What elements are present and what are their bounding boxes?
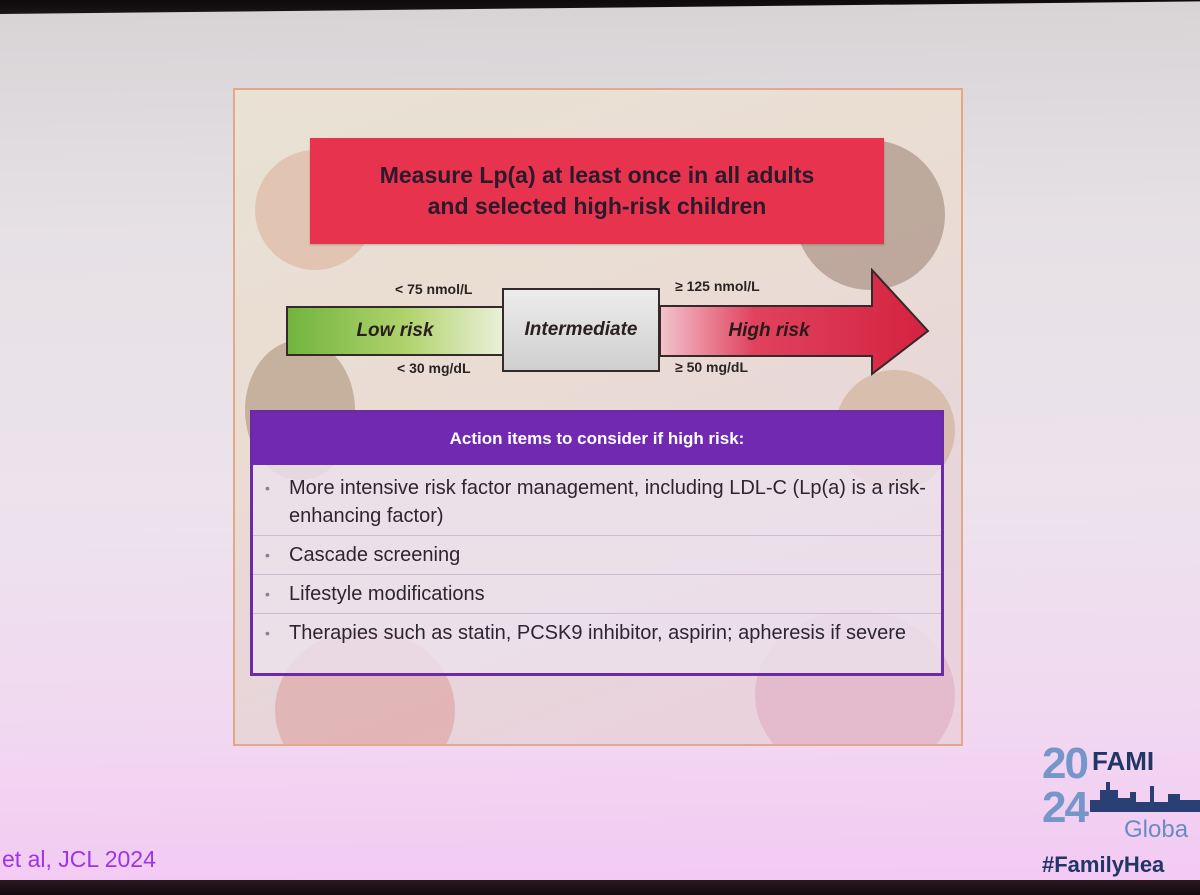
risk-scale-arrow: Low risk Intermediate High risk < 75 nmo… <box>282 268 932 378</box>
room-floor <box>0 880 1200 895</box>
low-risk-segment: Low risk <box>286 306 502 356</box>
low-threshold-mg: < 30 mg/dL <box>397 360 471 376</box>
logo-year-bottom: 24 <box>1042 783 1089 832</box>
action-items-list: • More intensive risk factor management, … <box>253 465 941 652</box>
bullet: • <box>265 625 270 641</box>
logo-word: FAMI <box>1092 746 1155 776</box>
list-item: • Therapies such as statin, PCSK9 inhibit… <box>253 613 941 652</box>
action-items-box: Action items to consider if high risk: •… <box>250 410 944 676</box>
high-threshold-nmol: ≥ 125 nmol/L <box>675 278 760 294</box>
citation: et al, JCL 2024 <box>2 846 156 872</box>
intermediate-segment: Intermediate <box>502 288 660 372</box>
logo-sub: Globa <box>1124 816 1189 843</box>
list-item: • More intensive risk factor management, … <box>253 469 941 535</box>
list-item: • Lifestyle modifications <box>253 574 941 613</box>
banner-line-1: Measure Lp(a) at least once in all adult… <box>379 162 815 188</box>
high-risk-arrow-shape <box>659 268 930 377</box>
bullet: • <box>265 586 270 602</box>
logo-year-top: 20 <box>1042 739 1089 788</box>
bullet: • <box>265 547 270 563</box>
skyline-icon <box>1090 782 1200 812</box>
list-item-text: Lifestyle modifications <box>289 583 485 605</box>
high-threshold-mg: ≥ 50 mg/dL <box>675 359 749 375</box>
list-item: • Cascade screening <box>253 535 941 574</box>
low-threshold-nmol: < 75 nmol/L <box>395 281 473 297</box>
list-item-text: More intensive risk factor management, i… <box>289 477 926 527</box>
banner-line-2: and selected high-risk children <box>427 193 767 219</box>
list-item-text: Cascade screening <box>289 544 461 566</box>
action-items-header: Action items to consider if high risk: <box>253 413 941 465</box>
bullet: • <box>265 480 270 496</box>
high-risk-label: High risk <box>728 320 810 341</box>
measure-lpa-banner: Measure Lp(a) at least once in all adult… <box>310 138 884 244</box>
list-item-text: Therapies such as statin, PCSK9 inhibito… <box>289 622 906 644</box>
hashtag: #FamilyHea <box>1042 852 1165 877</box>
conference-logo: 20 FAMI 24 Globa #FamilyHea <box>1040 740 1200 880</box>
